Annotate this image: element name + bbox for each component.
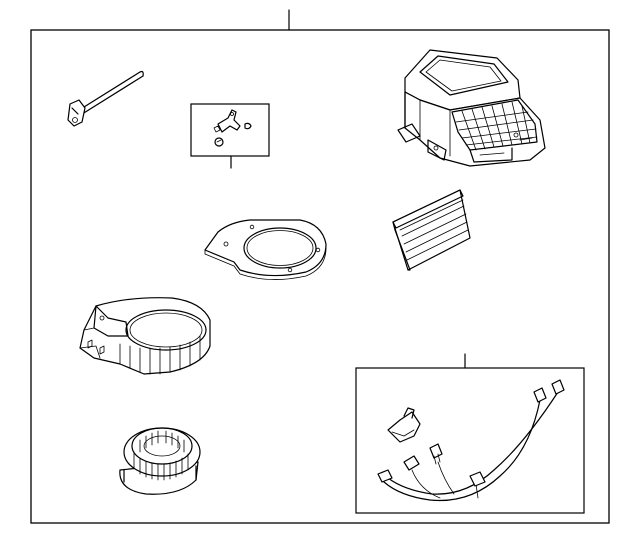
blower-motor-case[interactable] — [79, 297, 211, 375]
temperature-control-rod[interactable] — [67, 70, 144, 127]
seal-plate-icon — [204, 219, 327, 280]
blower-motor-icon — [119, 427, 201, 495]
hardware-kit-icon — [213, 109, 252, 147]
hardware-kit-box — [190, 103, 270, 157]
blower-seal-plate[interactable] — [204, 219, 327, 280]
assembly-frame — [30, 29, 610, 524]
wiring-harness-icon — [377, 379, 565, 502]
hvac-case-icon — [397, 49, 546, 167]
wiring-harness-kit[interactable] — [355, 353, 585, 514]
air-filter-icon — [392, 189, 471, 271]
blower-motor[interactable] — [119, 427, 201, 495]
linkage-rod-icon — [67, 70, 144, 127]
blower-case-icon — [79, 297, 211, 375]
wiring-harness-box — [355, 367, 585, 514]
heater-case-housing[interactable] — [397, 49, 546, 167]
cabin-air-filter[interactable] — [392, 189, 471, 271]
mounting-hardware-kit[interactable] — [190, 103, 270, 169]
